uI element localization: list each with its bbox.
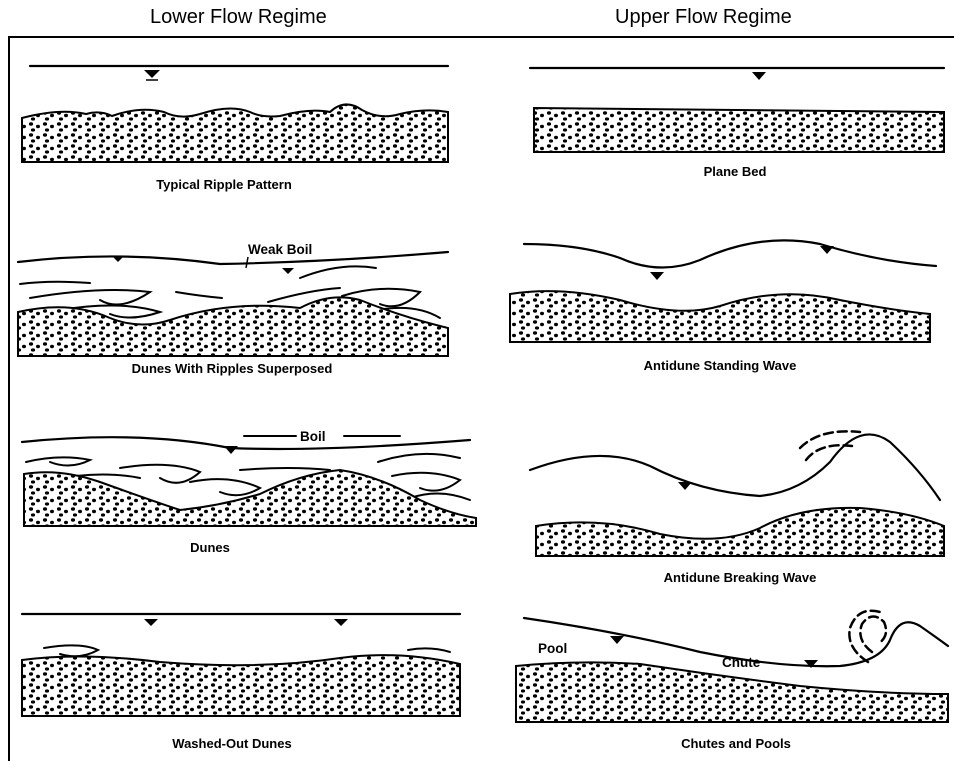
panel-plane-bed: Plane Bed [530,68,944,179]
flow-line [300,266,376,278]
caption-antidune-standing: Antidune Standing Wave [644,358,797,373]
ripple-bed [22,104,448,162]
flow-line [120,465,200,483]
panel-washed-out-dunes: Washed-Out Dunes [22,614,460,751]
water-level-icon [678,482,692,490]
flow-line [190,479,260,495]
panel-typical-ripple: Typical Ripple Pattern [22,66,448,192]
caption-chutes-pools: Chutes and Pools [681,736,791,751]
panel-chutes-pools: Pool Chute Chutes and Pools [516,611,948,751]
breaking-roller [860,616,886,652]
caption-antidune-breaking: Antidune Breaking Wave [664,570,817,585]
antidune-bed [510,291,930,342]
water-surface [524,240,936,267]
label-chute: Chute [722,655,761,670]
washed-out-bed [22,655,460,716]
panel-antidune-standing: Antidune Standing Wave [510,240,936,373]
flow-line [408,648,450,652]
flow-line [176,292,222,298]
water-level-icon [112,256,294,274]
antidune-bed [536,508,944,556]
breaking-crest [806,445,852,460]
water-surface [18,252,448,264]
label-weak-boil: Weak Boil [248,242,312,257]
flow-line [392,473,460,491]
breaking-roller [849,611,880,662]
caption-plane-bed: Plane Bed [704,164,767,179]
caption-washed-out-dunes: Washed-Out Dunes [172,736,291,751]
panel-antidune-breaking: Antidune Breaking Wave [530,431,944,585]
flow-line [240,468,330,470]
panel-dunes: Boil Dunes [22,429,476,555]
water-surface [530,434,940,500]
boil-pointer [246,257,248,268]
plane-bed [534,108,944,152]
flow-line [378,454,460,462]
flow-line [30,290,150,305]
panel-dunes-ripples: Weak Boil Dunes With Ripples Superposed [18,242,448,376]
water-level-icon [144,70,160,80]
water-surface [22,437,470,449]
flow-line [44,645,98,656]
chute-pool-bed [516,662,948,722]
label-boil: Boil [300,429,326,444]
water-level-icon [752,72,766,80]
water-level-icon [224,446,238,454]
water-level-icon [144,619,348,626]
water-level-icon [650,246,834,280]
dune-bed [24,470,476,526]
caption-typical-ripple: Typical Ripple Pattern [156,177,292,192]
caption-dunes-ripples: Dunes With Ripples Superposed [132,361,333,376]
flow-line [20,282,90,284]
label-pool: Pool [538,641,567,656]
caption-dunes: Dunes [190,540,230,555]
flow-line [26,457,90,465]
